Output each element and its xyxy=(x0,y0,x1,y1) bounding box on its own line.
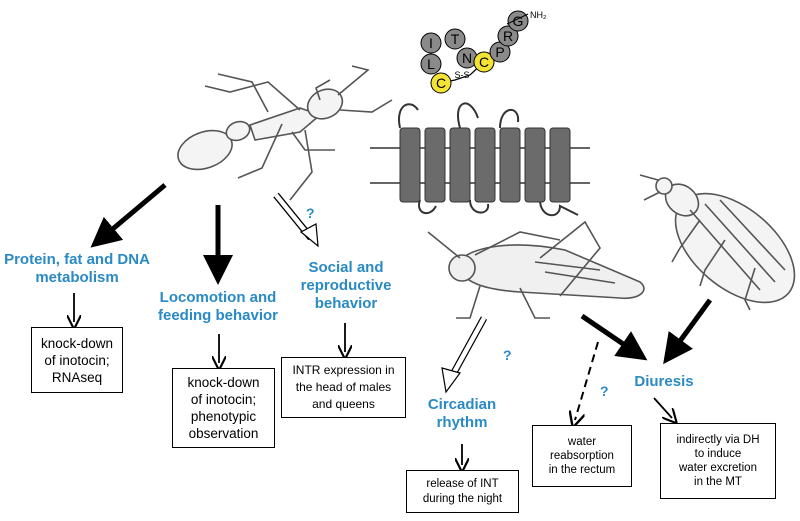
locust-illustration xyxy=(427,220,645,319)
label-locomotion-feeding: Locomotion and feeding behavior xyxy=(157,289,279,324)
residue-letter-5: N xyxy=(462,50,472,66)
ant-illustration xyxy=(177,65,393,201)
receptor-helix-5 xyxy=(499,127,521,203)
evidence-locomotion: knock-down of inotocin; phenotypic obser… xyxy=(172,368,275,448)
residue-c-6 xyxy=(473,51,495,73)
receptor-helix-2 xyxy=(424,127,446,203)
disulfide-label: S-S xyxy=(454,70,469,80)
label-protein-fat-dna-metabolism: Protein, fat and DNA metabolism xyxy=(4,251,150,286)
evidence-protein: knock-down of inotocin; RNAseq xyxy=(31,327,123,393)
question-mark-social: ? xyxy=(306,205,315,221)
receptor-helix-3 xyxy=(449,127,471,203)
residue-letter-4: T xyxy=(451,31,460,47)
label-social-reproductive: Social and reproductive behavior xyxy=(300,259,392,312)
residue-letter-1: C xyxy=(436,75,446,91)
residue-r-8 xyxy=(497,25,519,47)
residue-letter-7: P xyxy=(495,44,504,60)
question-mark-circadian: ? xyxy=(503,347,512,363)
label-diuresis: Diuresis xyxy=(634,373,694,390)
receptor-helix-1 xyxy=(399,127,421,203)
evidence-social: INTR expression in the head of males and… xyxy=(281,357,406,418)
arrows xyxy=(74,183,713,465)
residue-l-2 xyxy=(420,53,442,75)
beetle-illustration xyxy=(639,174,796,311)
residue-letter-3: I xyxy=(429,35,433,51)
evidence-circadian: release of INT during the night xyxy=(406,470,519,513)
receptor-helix-7 xyxy=(549,127,571,203)
arrow-locust-to-water-dashed xyxy=(575,341,599,420)
label-circadian-rhythm: Circadian rhythm xyxy=(427,396,497,431)
arrow-ant-to-social-hollow xyxy=(273,192,319,248)
arrow-locust-to-diuresis xyxy=(580,313,648,361)
residue-letter-6: C xyxy=(479,54,489,70)
arrow-beetle-to-diuresis xyxy=(663,298,713,365)
inotocin-receptor xyxy=(370,102,590,216)
arrow-ant-to-protein xyxy=(90,183,167,248)
receptor-helix-4 xyxy=(474,127,496,203)
residue-t-4 xyxy=(444,28,466,50)
question-mark-water: ? xyxy=(600,383,609,399)
evidence-water-reabsorption: water reabsorption in the rectum xyxy=(532,425,632,487)
arrow-diuresis-to-indirect xyxy=(653,397,672,418)
arrow-locust-to-circadian-hollow xyxy=(441,316,488,394)
residue-c-1 xyxy=(430,72,452,94)
residue-letter-9: G xyxy=(513,13,524,29)
residue-letter-8: R xyxy=(503,28,513,44)
residue-letter-2: L xyxy=(427,56,435,72)
c-terminus-label: NH₂ xyxy=(530,10,547,20)
evidence-indirect-dh: indirectly via DH to induce water excret… xyxy=(660,423,776,499)
residue-i-3 xyxy=(420,32,442,54)
receptor-helix-6 xyxy=(524,127,546,203)
